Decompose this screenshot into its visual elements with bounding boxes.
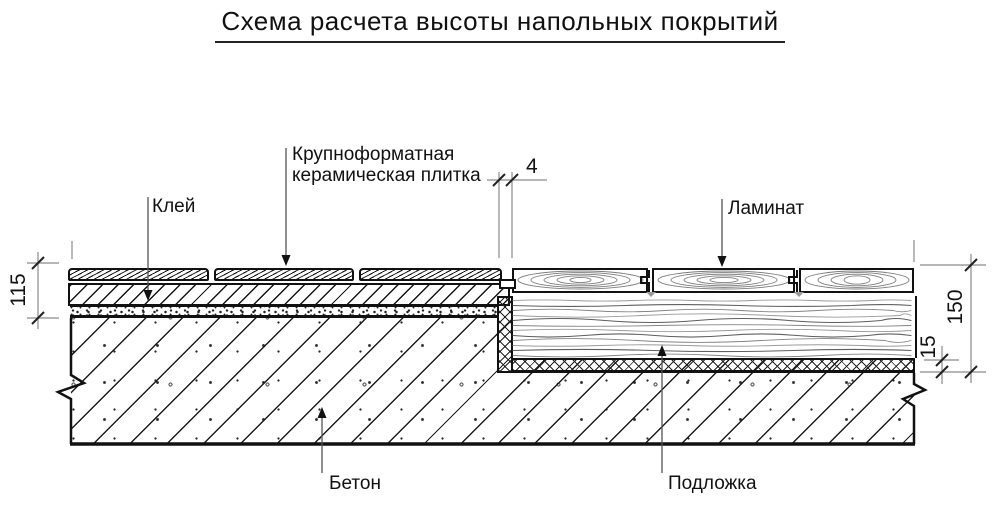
dim-left-height: 115 — [7, 273, 30, 307]
tick — [964, 258, 978, 272]
tick — [935, 365, 949, 379]
laminate-board-2 — [652, 268, 795, 293]
tick — [492, 173, 506, 187]
tick — [505, 173, 519, 187]
arrow-down-icon — [281, 255, 291, 266]
label-tile: Крупноформатная керамическая плитка — [292, 144, 481, 186]
arrow-down-icon — [717, 256, 727, 267]
label-tile-line2: керамическая плитка — [292, 165, 481, 186]
ceramic-tile-3 — [359, 268, 502, 281]
adhesive-layer — [68, 283, 510, 306]
underlay-liner-horizontal — [513, 358, 915, 373]
laminate-board-3 — [799, 268, 914, 293]
ceramic-tile-2 — [214, 268, 354, 281]
label-laminate: Ламинат — [728, 198, 805, 219]
label-concrete: Бетон — [329, 473, 381, 494]
tick — [964, 365, 978, 379]
ceramic-tile-1 — [68, 268, 209, 281]
label-adhesive: Клей — [152, 196, 196, 217]
leveling-layer — [70, 306, 498, 318]
dim-gap: 4 — [526, 155, 538, 178]
underlay-layer — [513, 296, 917, 358]
label-tile-line1: Крупноформатная — [292, 144, 455, 165]
page-title: Схема расчета высоты напольных покрытий — [0, 6, 1000, 43]
laminate-board-1 — [512, 268, 648, 293]
diagram-title: Схема расчета высоты напольных покрытий — [215, 6, 785, 43]
label-underlay: Подложка — [668, 473, 757, 494]
underlay-liner-vertical — [497, 296, 513, 373]
dim-underlay-thickness: 15 — [917, 335, 940, 359]
laminate-tongue — [499, 279, 516, 289]
tick — [31, 311, 45, 325]
dim-right-height: 150 — [944, 289, 967, 325]
tick — [31, 256, 45, 270]
